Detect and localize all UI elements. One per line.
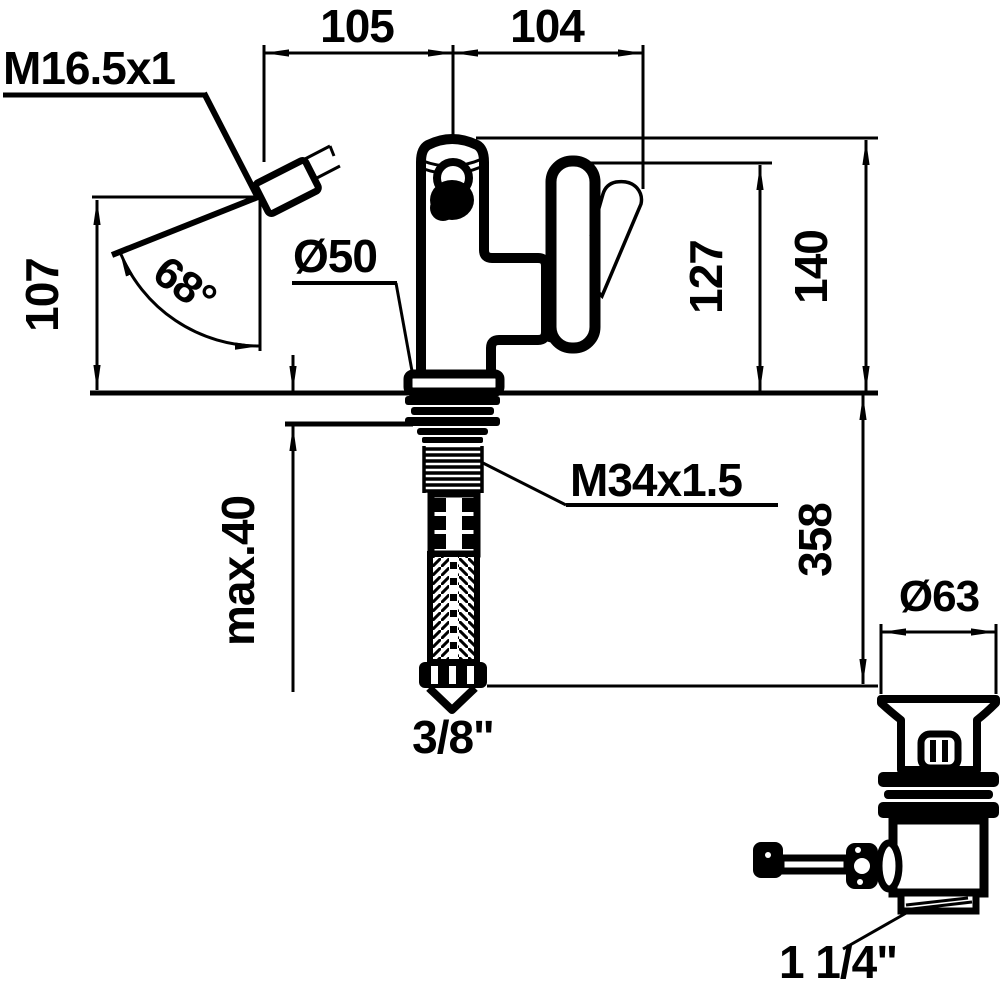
spray-nozzle <box>252 157 322 217</box>
leader-line-drain-conn <box>842 910 909 951</box>
handle-neck-curve <box>544 304 553 343</box>
outlet-thread-lines <box>905 896 973 911</box>
pivot-lens <box>875 839 903 893</box>
shank-locknut-rings <box>405 396 500 443</box>
pop-up-rod <box>777 854 851 875</box>
leader-line-dia50 <box>394 282 414 372</box>
aerator-outlet-ball-2 <box>430 195 456 221</box>
lever-handle-closed <box>545 155 601 354</box>
pivot-dot-top <box>855 847 861 853</box>
label-dim-104: 104 <box>510 0 585 52</box>
pivot-ball <box>854 858 870 874</box>
label-dim-127: 127 <box>680 240 732 314</box>
dimension-labels: M16.5x1 105 104 107 68° Ø50 127 140 M34x… <box>3 0 980 988</box>
label-dim-105: 105 <box>320 0 394 52</box>
label-conn-drain: 1 1/4" <box>779 936 897 988</box>
braid-center-dashes <box>450 562 457 649</box>
label-dim-107: 107 <box>16 258 68 332</box>
hose-tip <box>426 685 478 714</box>
leader-line-m16 <box>201 91 260 198</box>
label-dia-50: Ø50 <box>293 230 377 282</box>
label-dim-max40: max.40 <box>212 496 264 646</box>
drain-flange-rings <box>878 772 999 818</box>
braid-hatch-right <box>458 557 474 659</box>
leader-line-m34 <box>482 461 567 507</box>
base-flange <box>403 369 505 397</box>
angle-arc-68 <box>118 251 261 350</box>
lever-handle-open-outline <box>589 179 644 300</box>
braid-hatch-left <box>433 557 449 659</box>
knob-dot <box>765 852 771 858</box>
spray-axis-ray <box>110 194 260 258</box>
label-thread-spray: M16.5x1 <box>3 42 175 94</box>
dimension-lines <box>3 45 998 951</box>
hose-end-nut-slots <box>431 666 474 684</box>
label-dia-63: Ø63 <box>899 572 979 621</box>
pop-up-drain-assembly <box>753 695 1000 915</box>
drain-body <box>888 815 989 898</box>
label-dim-140: 140 <box>785 230 837 304</box>
drain-overflow-slot <box>917 730 962 772</box>
label-thread-shank: M34x1.5 <box>570 454 742 506</box>
label-dim-358: 358 <box>789 503 841 577</box>
mixer-front-view <box>252 134 644 714</box>
label-conn-hose: 3/8" <box>412 711 494 763</box>
threaded-shank <box>422 446 484 493</box>
hose-upper-blocks <box>434 498 474 549</box>
label-angle-68: 68° <box>144 247 224 324</box>
pivot-dot-bottom <box>857 879 863 885</box>
pop-up-rod-knob <box>753 842 783 878</box>
spray-hose-stub-lines <box>302 144 341 182</box>
